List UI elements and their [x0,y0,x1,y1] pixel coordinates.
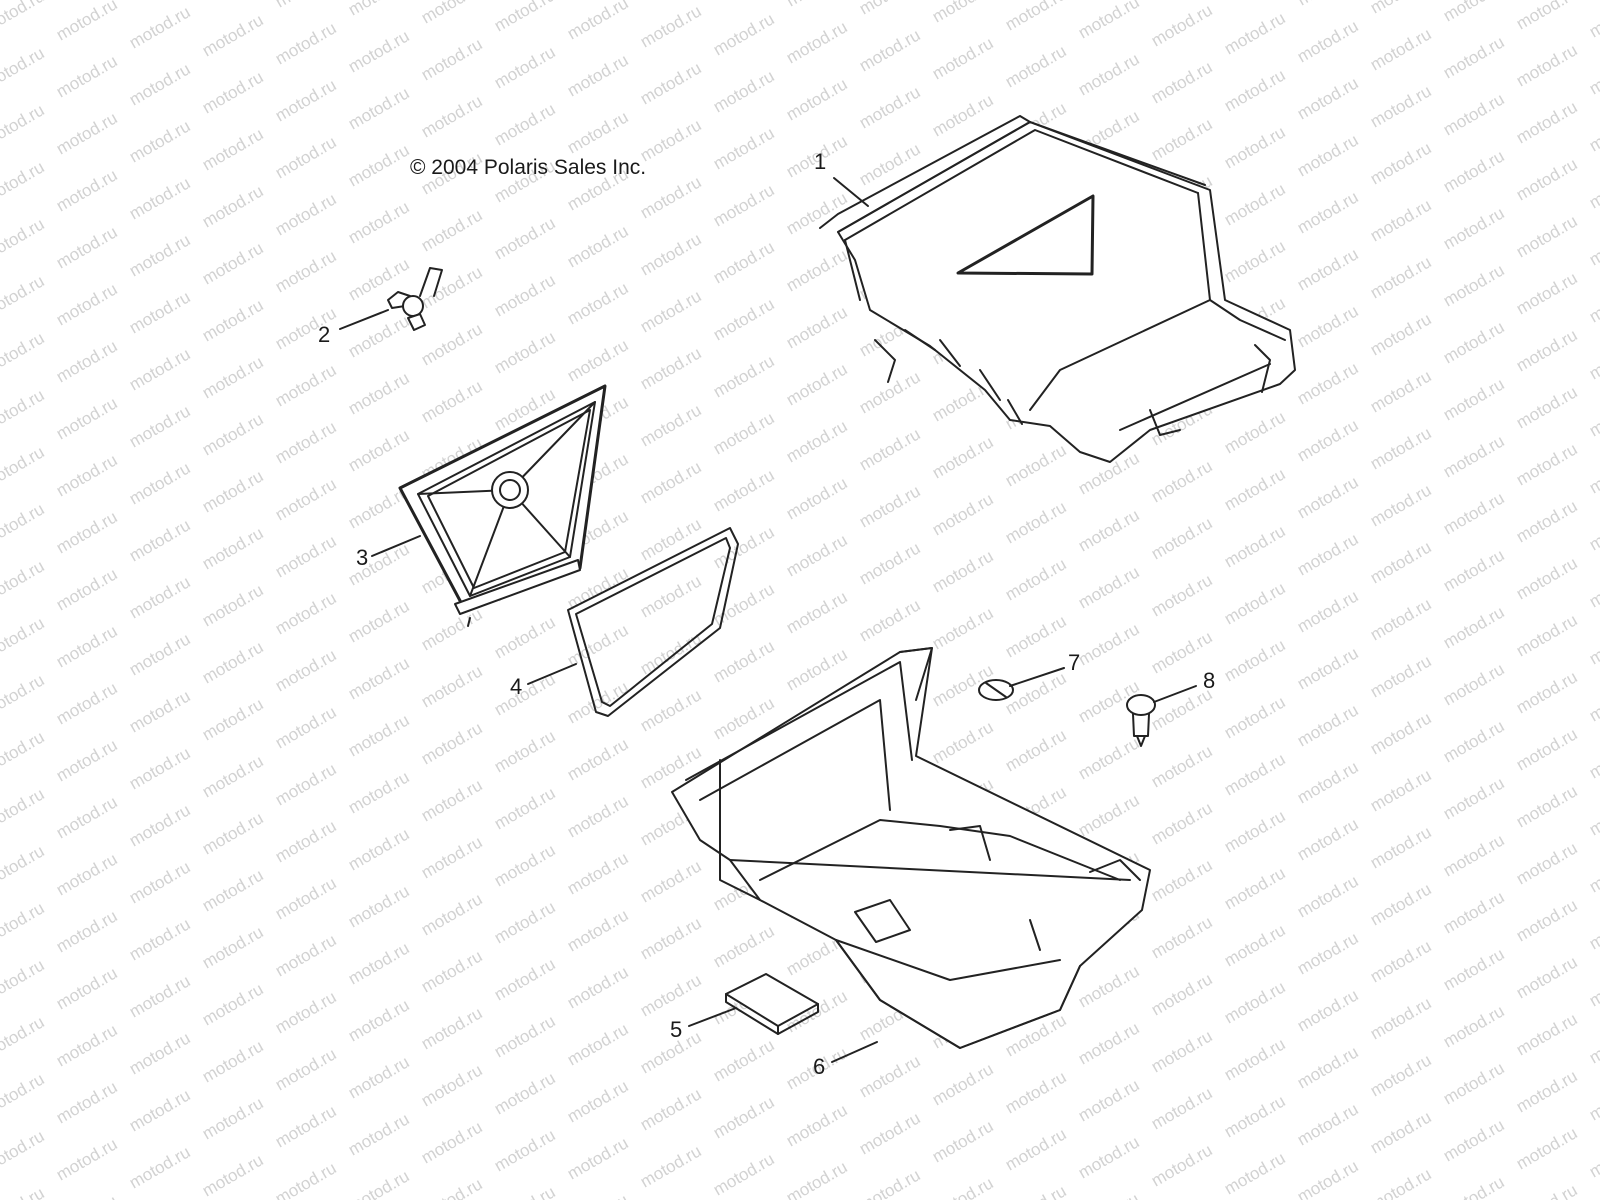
callout-1: 1 [814,149,826,174]
leader-7 [1009,667,1065,687]
part-8-rivet [1126,694,1156,747]
leader-3 [371,535,421,557]
part-2-latch [387,267,443,331]
callout-3: 3 [356,545,368,570]
part-3-frame [398,384,607,627]
callout-labels: 1 2 3 4 5 6 7 8 [318,149,1215,1079]
callout-5: 5 [670,1017,682,1042]
part-7-cap [978,679,1014,701]
part-5-pad [725,973,819,1035]
callout-8: 8 [1203,668,1215,693]
leader-1 [833,177,869,207]
leader-4 [527,663,577,685]
leader-2 [339,309,389,330]
leader-8 [1153,685,1197,703]
part-6-storage-box [671,647,1151,1049]
callout-7: 7 [1068,650,1080,675]
callout-6: 6 [813,1054,825,1079]
leader-6 [831,1041,878,1063]
part-1-lid [819,115,1296,463]
copyright-notice: © 2004 Polaris Sales Inc. [410,156,647,179]
leader-lines [339,177,1197,1063]
callout-2: 2 [318,322,330,347]
callout-4: 4 [510,674,522,699]
leader-5 [688,1007,737,1027]
part-4-gasket [567,527,739,717]
